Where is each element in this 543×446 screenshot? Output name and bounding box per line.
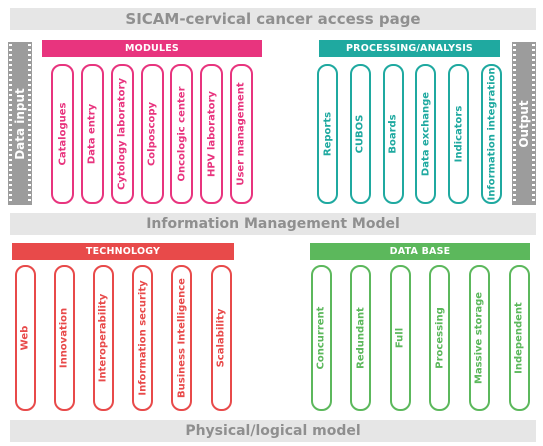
technology-group: Web Innovation Interoperability Information… xyxy=(12,265,234,411)
technology-item-scalability: Scalability xyxy=(210,265,232,411)
module-item-label: Oncologic center xyxy=(176,86,188,182)
processing-item-label: CUBOS xyxy=(354,114,366,154)
processing-item-label: Data exchange xyxy=(420,91,432,177)
processing-item-label: Information integration xyxy=(486,67,497,201)
dotted-border xyxy=(9,44,12,203)
database-group: Concurrent Redundant Full Processing Massive… xyxy=(310,265,530,411)
database-item-label: Concurrent xyxy=(315,306,327,370)
database-item-label: Independent xyxy=(513,302,525,374)
module-item-label: Cytology laboratory xyxy=(116,78,128,190)
database-item-full: Full xyxy=(389,265,411,411)
processing-item-label: Boards xyxy=(387,114,399,154)
technology-item-label: Information security xyxy=(137,280,149,396)
database-item-label: Processing xyxy=(434,307,446,369)
modules-header: MODULES xyxy=(42,40,262,57)
database-item-independent: Independent xyxy=(508,265,530,411)
module-item-data-entry: Data entry xyxy=(80,64,104,204)
module-item-user-management: User management xyxy=(229,64,253,204)
module-item-catalogues: Catalogues xyxy=(51,64,75,204)
output-label: Output xyxy=(517,99,531,148)
information-management-model-band: Information Management Model xyxy=(10,213,536,235)
module-item-colposcopy: Colposcopy xyxy=(140,64,164,204)
processing-item-information-integration: Information integration xyxy=(481,64,502,204)
technology-item-label: Innovation xyxy=(58,307,70,369)
database-item-concurrent: Concurrent xyxy=(310,265,332,411)
database-item-label: Full xyxy=(394,327,406,349)
database-item-processing: Processing xyxy=(429,265,451,411)
module-item-label: Catalogues xyxy=(57,102,69,166)
module-item-label: Colposcopy xyxy=(146,101,158,167)
database-item-redundant: Redundant xyxy=(350,265,372,411)
physical-logical-model-band: Physical/logical model xyxy=(10,420,536,442)
database-item-label: Massive storage xyxy=(473,291,485,385)
data-input-bar: Data input xyxy=(8,42,32,205)
processing-item-cubos: CUBOS xyxy=(349,64,371,204)
technology-header: TECHNOLOGY xyxy=(12,243,234,260)
database-item-massive-storage: Massive storage xyxy=(468,265,490,411)
processing-analysis-header: PROCESSING/ANALYSIS xyxy=(319,40,500,57)
technology-item-business-intelligence: Business Intelligence xyxy=(171,265,193,411)
technology-item-label: Web xyxy=(19,325,31,351)
dotted-border xyxy=(513,44,516,203)
technology-item-interoperability: Interoperability xyxy=(92,265,114,411)
output-bar: Output xyxy=(512,42,536,205)
module-item-label: HPV laboratory xyxy=(206,91,218,177)
technology-item-web: Web xyxy=(14,265,36,411)
dotted-border xyxy=(28,44,31,203)
dotted-border xyxy=(532,44,535,203)
processing-item-boards: Boards xyxy=(382,64,404,204)
processing-item-label: Indicators xyxy=(453,105,465,163)
modules-group: Catalogues Data entry Cytology laboratory C… xyxy=(42,64,262,204)
module-item-cytology-laboratory: Cytology laboratory xyxy=(110,64,134,204)
database-item-label: Redundant xyxy=(355,307,367,369)
processing-item-indicators: Indicators xyxy=(448,64,470,204)
technology-item-information-security: Information security xyxy=(132,265,154,411)
processing-item-reports: Reports xyxy=(317,64,338,204)
technology-item-label: Business Intelligence xyxy=(176,278,188,398)
data-input-label: Data input xyxy=(13,87,27,160)
module-item-label: User management xyxy=(235,82,247,186)
processing-item-data-exchange: Data exchange xyxy=(415,64,437,204)
module-item-oncologic-center: Oncologic center xyxy=(170,64,194,204)
page-title-band: SICAM-cervical cancer access page xyxy=(10,8,536,30)
processing-item-label: Reports xyxy=(322,111,333,157)
module-item-hpv-laboratory: HPV laboratory xyxy=(200,64,224,204)
technology-item-innovation: Innovation xyxy=(53,265,75,411)
processing-analysis-group: Reports CUBOS Boards Data exchange Indicator… xyxy=(317,64,502,204)
technology-item-label: Interoperability xyxy=(97,293,109,383)
database-header: DATA BASE xyxy=(310,243,530,260)
technology-item-label: Scalability xyxy=(215,308,227,368)
module-item-label: Data entry xyxy=(86,103,98,165)
